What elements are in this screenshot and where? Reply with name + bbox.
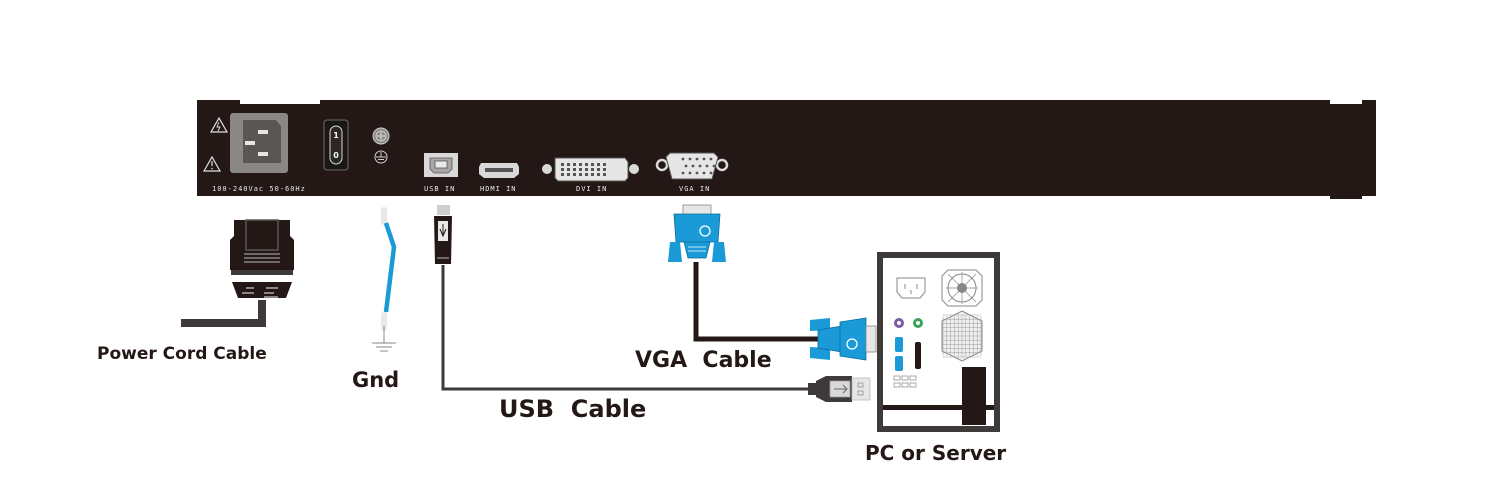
dvi-pin xyxy=(603,168,606,171)
usb-cable-label: USB Cable xyxy=(499,395,647,423)
dvi-pin xyxy=(567,168,570,171)
vga-pin xyxy=(691,164,695,168)
ground-wire xyxy=(372,207,397,352)
dvi-pin xyxy=(597,173,600,176)
dvi-pin xyxy=(597,168,600,171)
ground-symbol-icon xyxy=(374,150,388,164)
vga-pin xyxy=(709,171,713,175)
warning-caution-icon xyxy=(202,155,222,172)
dvi-in-port[interactable] xyxy=(542,157,639,182)
vga-pin xyxy=(681,157,685,161)
dvi-pin xyxy=(579,173,582,176)
hdmi-in-port[interactable] xyxy=(479,163,519,178)
vga-pin xyxy=(684,164,688,168)
dvi-pin xyxy=(585,168,588,171)
dvi-pin xyxy=(591,163,594,166)
vga-pin xyxy=(712,164,716,168)
power-cord-label: Power Cord Cable xyxy=(97,344,267,364)
vga-cable xyxy=(668,204,877,361)
switch-off-label: 0 xyxy=(333,151,339,160)
power-rating-label: 100-240Vac 50-60Hz xyxy=(212,185,306,193)
dvi-pin xyxy=(561,163,564,166)
warning-high-voltage-icon xyxy=(209,116,229,133)
power-cord-cable xyxy=(181,219,294,327)
vga-pin xyxy=(709,157,713,161)
vga-in-label: VGA IN xyxy=(679,185,710,193)
pc-server xyxy=(877,252,1000,432)
vga-cable-label: VGA Cable xyxy=(635,348,772,373)
dvi-pin xyxy=(579,163,582,166)
ground-terminal xyxy=(372,127,390,145)
dvi-pin xyxy=(585,173,588,176)
ground-label: Gnd xyxy=(352,368,400,392)
dvi-pin xyxy=(603,173,606,176)
dvi-pin xyxy=(561,168,564,171)
vga-pin xyxy=(688,171,692,175)
usb-in-port[interactable] xyxy=(424,153,458,177)
dvi-pin xyxy=(597,163,600,166)
vga-in-port[interactable] xyxy=(655,152,729,180)
dvi-pin xyxy=(603,163,606,166)
dvi-pin xyxy=(591,173,594,176)
hdmi-in-label: HDMI IN xyxy=(480,185,517,193)
vga-pin xyxy=(688,157,692,161)
vga-plug-pc-side xyxy=(810,317,877,361)
vga-pin xyxy=(695,171,699,175)
pc-server-label: PC or Server xyxy=(865,441,1007,465)
dvi-pin xyxy=(573,168,576,171)
dvi-pin xyxy=(579,168,582,171)
dvi-pin xyxy=(567,173,570,176)
vga-pin xyxy=(695,157,699,161)
ac-power-inlet xyxy=(230,113,288,173)
device-rear-panel: 100-240Vac 50-60Hz 1 0 USB IN xyxy=(197,100,1376,199)
dvi-pin xyxy=(567,163,570,166)
dvi-pin xyxy=(561,173,564,176)
vga-pin xyxy=(705,164,709,168)
switch-on-label: 1 xyxy=(333,131,339,140)
usb-cable xyxy=(434,205,871,402)
fan-icon xyxy=(941,269,983,307)
dvi-in-label: DVI IN xyxy=(576,185,607,193)
power-switch[interactable]: 1 0 xyxy=(323,119,349,171)
vga-pin xyxy=(698,164,702,168)
vga-pin xyxy=(681,171,685,175)
dvi-pin xyxy=(573,173,576,176)
dvi-pin xyxy=(591,168,594,171)
dvi-pin xyxy=(573,163,576,166)
vga-plug-device-side xyxy=(668,204,726,262)
usb-in-label: USB IN xyxy=(424,185,455,193)
dvi-pin xyxy=(585,163,588,166)
vga-pin xyxy=(702,157,706,161)
vga-pin xyxy=(702,171,706,175)
